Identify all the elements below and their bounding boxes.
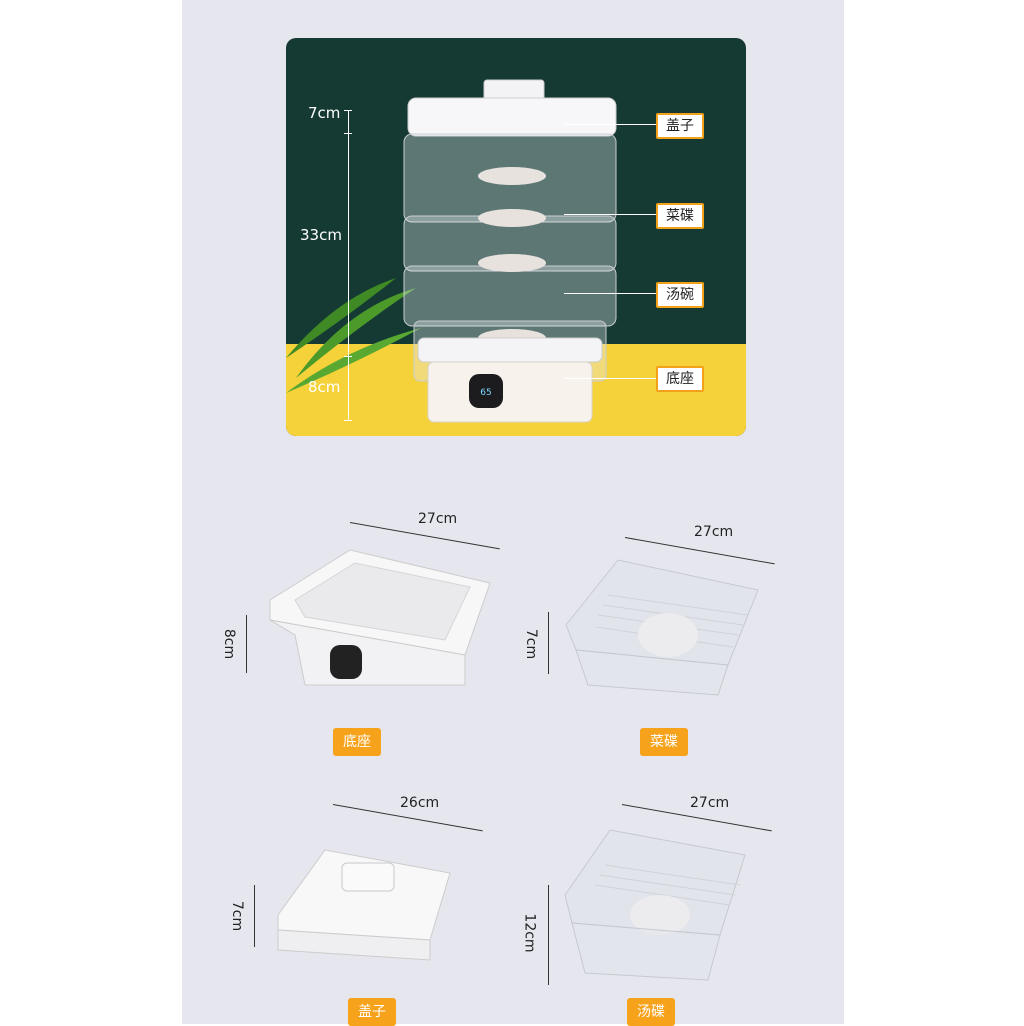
dim-7cm: 7cm [308,104,341,122]
label-soup-dish: 汤碟 [627,998,675,1026]
callout-lid: 盖子 [656,113,704,139]
label-dish: 菜碟 [640,728,688,756]
dish-image [565,559,759,696]
dim-8cm: 8cm [308,378,341,396]
base-height: 8cm [221,628,238,660]
callout-base: 底座 [656,366,704,392]
lid-height: 7cm [229,900,246,932]
callout-bowl: 汤碗 [656,282,704,308]
height-dimension-line [348,110,349,420]
soup-height: 12cm [521,913,538,953]
dim-33cm: 33cm [300,226,342,244]
lid-image [277,849,451,961]
product-photo: 65 7cm 33cm 8cm 盖子 菜碟 汤碗 底座 [286,38,746,436]
soup-dish-image [564,829,746,981]
lid-width: 26cm [400,795,440,811]
label-base: 底座 [333,728,381,756]
plant-leaves [286,278,421,393]
base-image [269,549,491,686]
soup-width: 27cm [690,795,730,811]
dish-width: 27cm [694,524,734,540]
callout-dish: 菜碟 [656,203,704,229]
dish-height: 7cm [523,628,540,660]
label-lid: 盖子 [348,998,396,1026]
steamer-illustration: 65 [403,79,617,423]
base-width: 27cm [418,511,458,527]
display-reading: 65 [480,388,491,398]
